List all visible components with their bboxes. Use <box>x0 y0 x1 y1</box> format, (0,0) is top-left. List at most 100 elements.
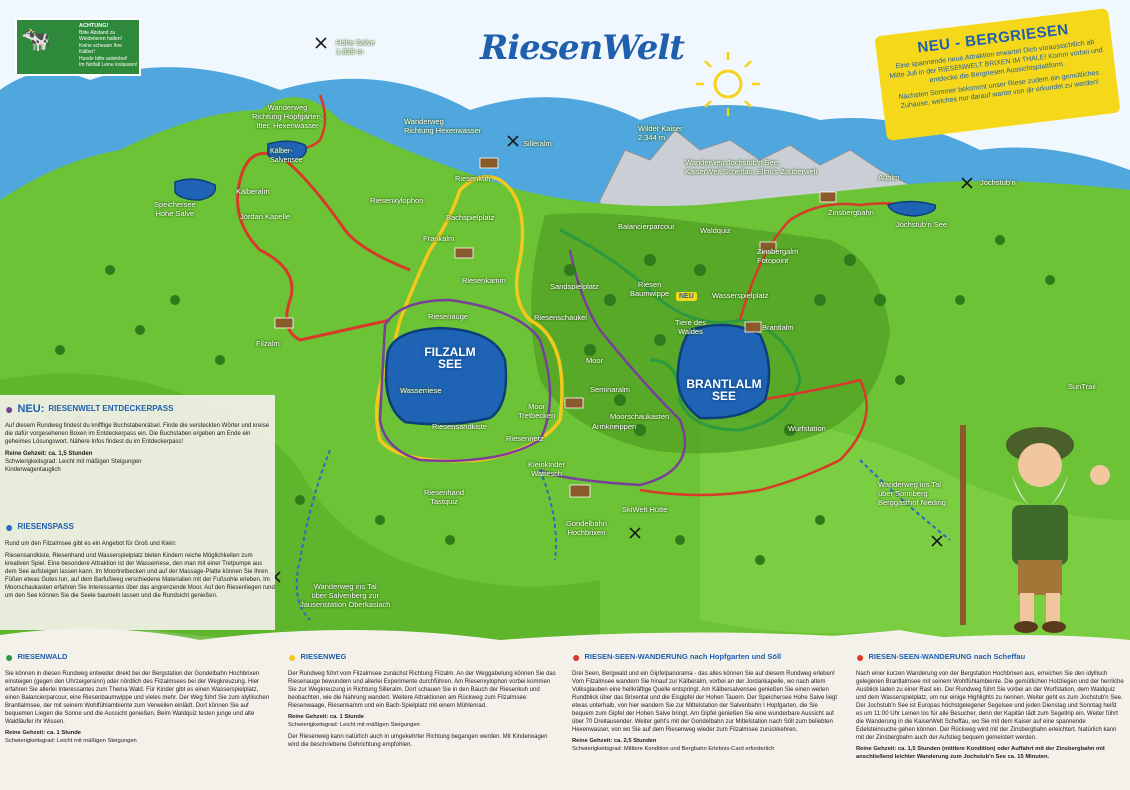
label-moor: Moor <box>586 356 604 365</box>
cattle-warning-sign: 🐄 ACHTUNG! Bitte Abstand zu Weidetieren … <box>15 18 141 76</box>
section-riesenwald: ● RIESENWALD Sie können in diesen Rundwe… <box>5 650 273 745</box>
riesenweg-note: Der Riesenweg kann natürlich auch in umg… <box>288 734 548 749</box>
huts <box>274 157 837 498</box>
route-green-riesenwald <box>559 228 802 432</box>
label-kaelberalm: Kälberalm <box>236 187 270 196</box>
entdeckerpass-extra: Kinderwagentauglich <box>5 467 61 473</box>
section-riesenpass: ● RIESENSPASS Rund um den Filzalmsee gib… <box>5 520 275 604</box>
label-riesensandkiste: Riesensandkiste <box>432 422 488 431</box>
label-suntrail: SunTrail <box>1068 382 1096 391</box>
sky-clouds <box>0 0 1130 170</box>
section-riesenweg: ● RIESENWEG Der Rundweg führt vom Filzal… <box>288 650 556 753</box>
entdeckerpass-title: RIESENWELT ENTDECKERPASS <box>48 404 174 413</box>
purple-footprint-icon: ● <box>5 401 14 417</box>
red-footprint-icon: ● <box>856 649 865 665</box>
riesenpass-intro: Rund um den Filzalmsee gibt es ein Angeb… <box>5 541 177 547</box>
riesenpass-title: RIESENSPASS <box>17 522 74 531</box>
riesenwald-difficulty: Schwierigkeitsgrad: Leicht mit mäßigen S… <box>5 737 137 744</box>
riesenwald-text: Sie können in diesen Rundweg entweder di… <box>5 671 270 725</box>
label-jordan-kapelle: Jordan Kapelle <box>240 212 291 221</box>
label-moorschaukasten: Moorschaukasten <box>610 412 670 421</box>
warning-line: Bitte Abstand zu Weidetieren halten! <box>79 29 122 43</box>
label-wanderweg-jochstubn: Wanderweg Jochstub'n See,KaiserWelt Sche… <box>685 158 818 176</box>
riesenweg-text: Der Rundweg führt vom Filzalmsee zunächs… <box>288 671 556 709</box>
giant-mascot-illustration <box>960 425 1110 633</box>
label-skiwelt-huette: SkiWelt Hütte <box>622 505 668 514</box>
riesenweg-time: Reine Gehzeit: ca. 1 Stunde <box>288 714 365 720</box>
entdeckerpass-text: Auf diesem Rundweg findest du knifflige … <box>5 423 270 445</box>
hopfgarten-difficulty: Schwierigkeitsgrad: Mittlere Kondition u… <box>572 745 775 752</box>
red-footprint-icon: ● <box>572 649 581 665</box>
sun <box>696 52 760 116</box>
entdeckerpass-time: Reine Gehzeit: ca. 1,5 Stunden <box>5 451 93 457</box>
scheffau-time: Reine Gehzeit: ca. 1,5 Stunden (mittlere… <box>856 746 1105 760</box>
lake-jochstubn <box>887 200 937 217</box>
label-silleralm: Silleralm <box>523 139 552 148</box>
route-purple-entdecker <box>378 298 552 463</box>
label-wurfstation: Wurfstation <box>788 424 826 433</box>
label-zinsbergbahn: Zinsbergbahn <box>828 208 874 217</box>
label-brantlalm: Brantlalm <box>762 323 794 332</box>
label-waldquiz: Waldquiz <box>700 226 731 235</box>
section-entdeckerpass: ● NEU: RIESENWELT ENTDECKERPASS Auf dies… <box>5 402 275 478</box>
label-bachspielplatz: Bachspielplatz <box>446 213 495 222</box>
label-wasserspielplatz: Wasserspielplatz <box>712 291 769 300</box>
route-blue-salvenberg <box>295 449 331 621</box>
trees <box>55 235 1055 565</box>
cow-icon: 🐄 <box>21 26 51 53</box>
label-wasserriese: Wasserriese <box>400 386 442 395</box>
route-red-hopfgarten <box>236 151 411 342</box>
lake-filzalm <box>384 326 508 426</box>
warning-text: ACHTUNG! Bitte Abstand zu Weidetieren ha… <box>79 23 139 69</box>
label-frankalm: Frankalm <box>423 234 455 243</box>
label-kaelber-salvensee: Kälber-Salvensee <box>270 148 303 164</box>
lake-kaelber-salvensee <box>267 140 307 162</box>
label-riesenauge: Riesenauge <box>428 312 469 321</box>
label-riesenkuh: Riesenkuh <box>455 174 491 183</box>
lake-brantlalm <box>676 323 771 420</box>
label-balancierparcour: Balancierparcour <box>618 222 675 231</box>
scheffau-text: Nach einer kurzen Wanderung von der Berg… <box>856 671 1124 741</box>
riesenweg-title: RIESENWEG <box>300 652 347 662</box>
warning-line: Im Notfall Leine loslassen! <box>79 62 138 68</box>
label-riesennetz: Riesennetz <box>506 434 544 443</box>
hiking-markers <box>269 37 973 583</box>
label-sandspielplatz: Sandspielplatz <box>550 282 599 291</box>
scheffau-title: RIESEN-SEEN-WANDERUNG nach Scheffau <box>868 652 1026 662</box>
label-riesenschaukel: Riesenschaukel <box>534 313 587 322</box>
hopfgarten-time: Reine Gehzeit: ca. 2,5 Stunden <box>572 738 657 744</box>
entdeckerpass-neu: NEU: <box>17 403 45 415</box>
blue-footprint-icon: ● <box>5 519 14 535</box>
label-armkneippen: Armkneippen <box>592 422 637 431</box>
label-riesenxylophon: Riesenxylophon <box>370 196 424 205</box>
riesenwald-time: Reine Gehzeit: ca. 1 Stunde <box>5 730 82 736</box>
label-filzalm: Filzalm <box>256 339 280 348</box>
entdeckerpass-difficulty: Schwierigkeitsgrad: Leicht mit mäßigen S… <box>5 459 142 465</box>
warning-heading: ACHTUNG! <box>79 23 109 29</box>
route-purple-wald <box>539 249 687 487</box>
riesenweg-difficulty: Schwierigkeitsgrad: Leicht mit mäßigen S… <box>288 721 420 728</box>
lake-speichersee <box>174 178 217 201</box>
section-scheffau: ● RIESEN-SEEN-WANDERUNG nach Scheffau Na… <box>856 650 1124 761</box>
route-yellow-riesenweg <box>374 174 564 463</box>
yellow-footprint-icon: ● <box>288 649 297 665</box>
neu-badge: NEU <box>676 292 697 301</box>
hopfgarten-title: RIESEN-SEEN-WANDERUNG nach Hopfgarten un… <box>584 652 782 662</box>
hopfgarten-text: Drei Seen, Bergwald und ein Gipfelpanora… <box>572 671 838 733</box>
